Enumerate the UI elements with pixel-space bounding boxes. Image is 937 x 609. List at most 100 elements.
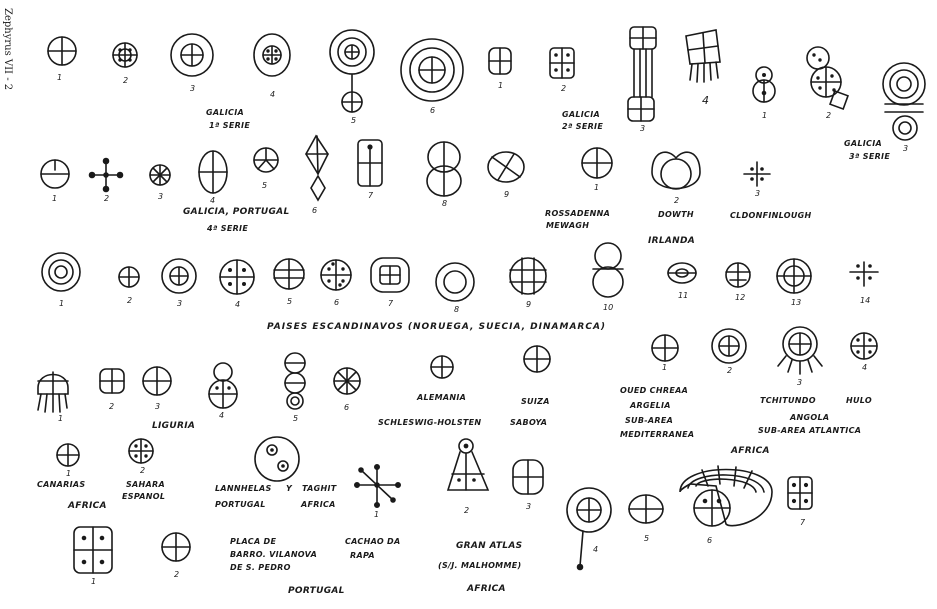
esc-symbol-10: [592, 242, 624, 298]
africa-med-symbol-2: [711, 328, 747, 364]
irlanda-num-2: 2: [674, 196, 680, 205]
gp-num-6: 6: [312, 206, 318, 215]
galicia-2-series: 2ª SERIE: [562, 122, 604, 131]
esc-symbol-1: [41, 252, 81, 292]
galicia-2-num-2: 2: [561, 84, 567, 93]
gp-symbol-4: [198, 150, 228, 194]
galicia-3-series: 3ª SERIE: [849, 152, 891, 161]
gp-symbol-8: [426, 141, 462, 197]
suiza-region: SABOYA: [510, 418, 548, 427]
irlanda-site-2: DOWTH: [658, 210, 694, 219]
esc-num-4: 4: [235, 300, 241, 309]
liguria-num-6: 6: [344, 403, 350, 412]
galicia-3-num-1: 1: [762, 111, 768, 120]
sahara-label: SAHARA: [126, 480, 165, 489]
galicia-1-label: GALICIA: [206, 108, 244, 117]
esc-num-10: 10: [603, 303, 614, 312]
irlanda-num-1: 1: [594, 183, 600, 192]
portugal-region-label: PORTUGAL: [288, 586, 345, 596]
journal-side-label: Zephyrus VII - 2: [2, 8, 13, 91]
canarias-num-2: 2: [140, 466, 146, 475]
angola-label: ANGOLA: [790, 413, 830, 422]
esc-symbol-7: [370, 257, 410, 293]
gp-num-3: 3: [158, 192, 164, 201]
esc-symbol-12: [725, 262, 751, 288]
galicia-2-num-1: 1: [498, 81, 504, 90]
cachao-label: CACHAO DA: [345, 537, 401, 546]
esc-symbol-5: [273, 258, 305, 290]
gran-atlas-symbol-5: [628, 494, 664, 524]
lanhelas-label: LANNHELAS: [215, 484, 272, 493]
canarias-symbol-2: [128, 438, 154, 464]
galicia-1-num-5: 5: [351, 116, 357, 125]
alemania-symbol: [430, 355, 454, 379]
esc-symbol-14: [849, 261, 879, 287]
irlanda-num-3: 3: [755, 189, 761, 198]
gran-atlas-num-6: 6: [707, 536, 713, 545]
sub-area-atlantica-label: SUB-AREA ATLANTICA: [758, 426, 862, 435]
esc-symbol-4: [219, 259, 255, 295]
galicia-2-label: GALICIA: [562, 110, 600, 119]
gp-num-8: 8: [442, 199, 448, 208]
galicia-1-series: 1ª SERIE: [209, 121, 251, 130]
africa-med-num-2: 2: [727, 366, 733, 375]
portugal-symbol-1: [73, 526, 113, 574]
portugal-symbol-2: [161, 532, 191, 562]
galicia-1-num-3: 3: [190, 84, 196, 93]
liguria-symbol-1: [37, 371, 69, 413]
galicia-2-symbol-3: [627, 26, 657, 122]
irlanda-label: IRLANDA: [648, 236, 696, 246]
escandinavia-label: PAISES ESCANDINAVOS (NORUEGA, SUECIA, DI…: [267, 322, 607, 332]
esc-symbol-2: [118, 266, 140, 288]
portugal-num-2: 2: [174, 570, 180, 579]
gp-num-7: 7: [368, 191, 374, 200]
galicia-2-symbol-1: [488, 47, 512, 75]
gp-symbol-9: [487, 151, 525, 183]
esc-symbol-9: [509, 257, 547, 295]
galicia-1-num-1: 1: [57, 73, 63, 82]
mediterranea-label: MEDITERRANEA: [620, 430, 695, 439]
liguria-symbol-4: [208, 362, 238, 409]
gran-atlas-num-5: 5: [644, 534, 650, 543]
argelia-label: ARGELIA: [630, 401, 671, 410]
galicia-1-num-4: 4: [270, 90, 276, 99]
gp-symbol-1: [40, 159, 70, 189]
esc-symbol-11: [667, 262, 697, 284]
liguria-symbol-6: [333, 367, 361, 395]
alemania-region: SCHLESWIG-HOLSTEN: [378, 418, 482, 427]
galicia-1-num-6: 6: [430, 106, 436, 115]
liguria-symbol-3: [142, 366, 172, 396]
gran-atlas-num-3: 3: [526, 502, 532, 511]
sub-area-label: SUB-AREA: [625, 416, 674, 425]
gp-num-1: 1: [52, 194, 58, 203]
galicia-1-symbol-5: [329, 29, 375, 113]
cachao-symbol: [353, 463, 401, 508]
hulo-label: HULO: [846, 396, 873, 405]
gp-num-5: 5: [262, 181, 268, 190]
africa-med-symbol-1: [651, 334, 679, 362]
esc-symbol-8: [435, 262, 475, 302]
irlanda-site-1b: MEWAGH: [546, 221, 590, 230]
lanhelas-portugal-label: PORTUGAL: [215, 500, 266, 509]
irlanda-site-1: ROSSADENNA: [545, 209, 611, 218]
africa-med-symbol-4: [850, 332, 878, 360]
lanhelas-symbol: [254, 436, 300, 482]
irlanda-symbol-2: [651, 151, 701, 190]
africa-med-num-3: 3: [797, 378, 803, 387]
tchitundo-label: TCHITUNDO: [760, 396, 816, 405]
gran-atlas-symbol-2: [446, 438, 490, 491]
irlanda-symbol-1: [581, 147, 613, 179]
gp-symbol-3: [149, 164, 171, 186]
galicia-1-symbol-3: [170, 33, 214, 77]
gp-num-9: 9: [504, 190, 510, 199]
gran-atlas-label: GRAN ATLAS: [456, 541, 523, 551]
canarias-label: CANARIAS: [37, 480, 86, 489]
galicia-3-symbol-3: [882, 62, 926, 141]
galicia-1-num-2: 2: [123, 76, 129, 85]
gran-atlas-num-2: 2: [464, 506, 470, 515]
portugal-num-1: 1: [91, 577, 97, 586]
esc-num-8: 8: [454, 305, 460, 314]
gp-label: GALICIA, PORTUGAL: [183, 207, 290, 217]
gp-symbol-2: [88, 157, 124, 193]
espanol-label: ESPANOL: [122, 492, 166, 501]
